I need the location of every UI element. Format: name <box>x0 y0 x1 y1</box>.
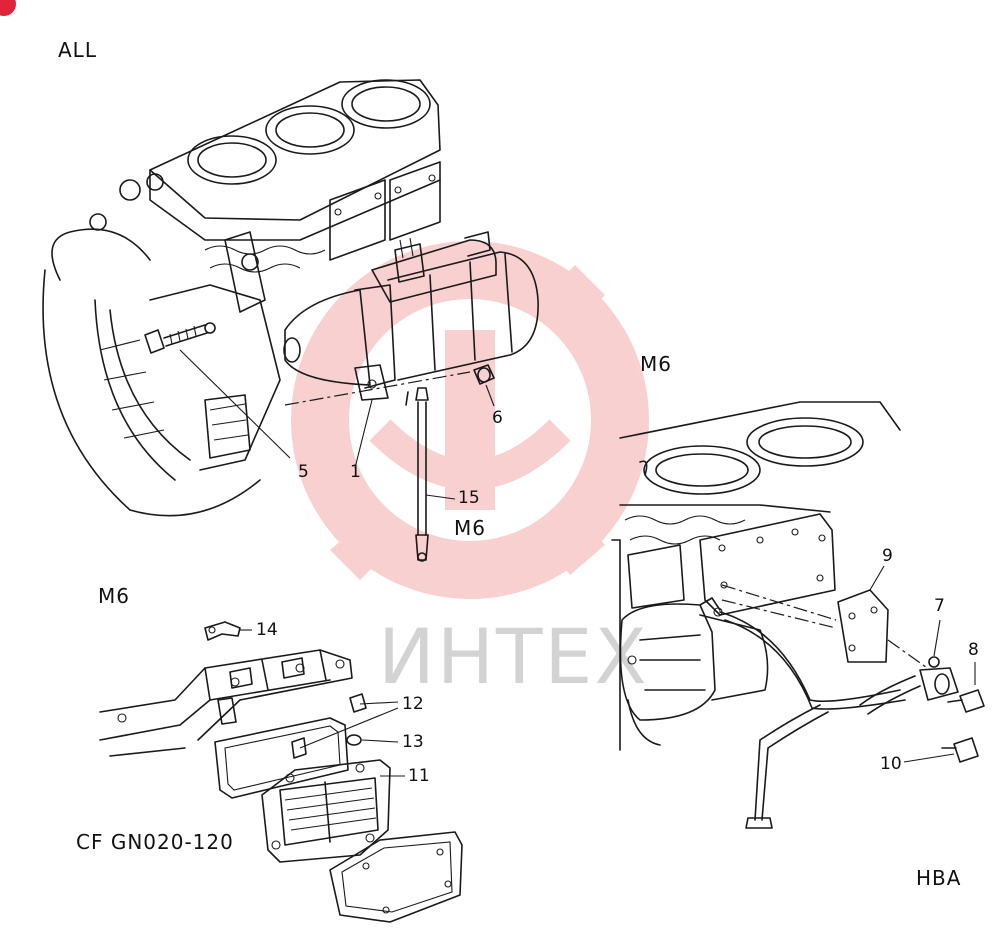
label-m6-center: M6 <box>454 516 486 540</box>
starter-motor-right <box>619 597 769 746</box>
callout-14: 14 <box>256 620 278 640</box>
label-doc-code: CF GN020-120 <box>76 830 234 854</box>
bolt-5 <box>144 322 291 459</box>
bolts-8-10 <box>903 662 985 763</box>
starter-motor-top <box>283 231 539 469</box>
tab-14 <box>204 621 252 641</box>
bracket-9 <box>721 565 931 671</box>
callout-5: 5 <box>298 462 309 482</box>
manifold-bottom <box>99 649 353 799</box>
callout-10: 10 <box>880 754 902 774</box>
callout-1: 1 <box>350 462 361 482</box>
alignment-top <box>284 364 495 407</box>
callout-13: 13 <box>402 732 424 752</box>
callout-15: 15 <box>458 488 480 508</box>
watermark-text: ИНТЕХ <box>378 612 649 701</box>
engine-block-right <box>611 401 901 751</box>
label-m6-left: M6 <box>98 584 130 608</box>
label-all: ALL <box>58 38 97 62</box>
callout-11: 11 <box>408 766 430 786</box>
nuts-12-13 <box>291 693 399 759</box>
cable-15 <box>405 387 456 562</box>
heater-11 <box>261 759 463 923</box>
sensor-7 <box>719 611 959 829</box>
label-hba: HBA <box>916 866 962 890</box>
callout-12: 12 <box>402 694 424 714</box>
callout-7: 7 <box>934 596 945 616</box>
label-m6-right: M6 <box>640 352 672 376</box>
callout-9: 9 <box>882 546 893 566</box>
callout-6: 6 <box>492 408 503 428</box>
engine-block-top <box>42 79 441 517</box>
callout-8: 8 <box>968 640 979 660</box>
